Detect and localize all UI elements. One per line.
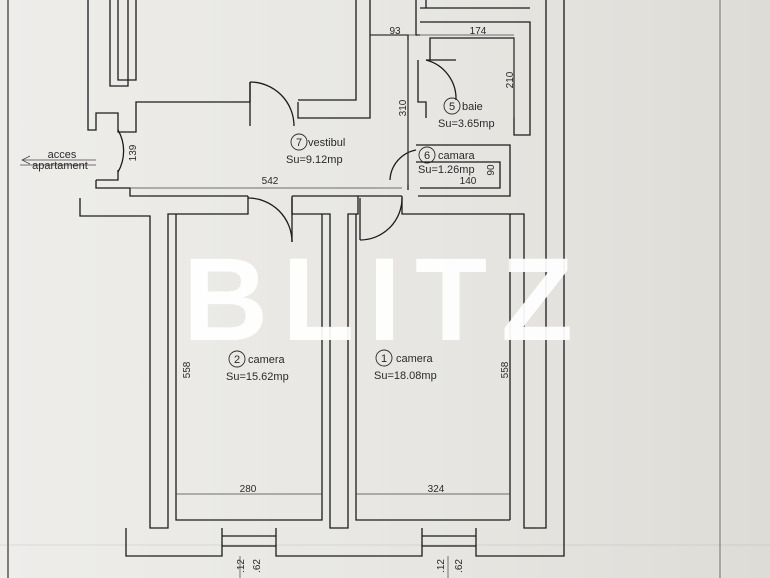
room-7-name: vestibul xyxy=(308,137,345,149)
wall-room2-inner xyxy=(175,214,323,521)
entry-label-line2: apartament xyxy=(32,160,88,172)
dim-174: 174 xyxy=(470,26,487,37)
dim-324: 324 xyxy=(428,484,445,495)
wall-baie-left-top xyxy=(415,0,420,36)
wall-baie xyxy=(420,21,531,136)
wall-upper-room-right xyxy=(297,0,371,119)
dim-280: 280 xyxy=(240,484,257,495)
dim-right-62: .62 xyxy=(454,559,465,573)
wall-room1-inner xyxy=(355,214,510,521)
wall-facade xyxy=(125,528,565,557)
room-2-circle xyxy=(228,350,246,368)
room-2-number: 2 xyxy=(234,354,240,366)
wall-entry-jamb xyxy=(96,170,119,181)
door-arc-camara xyxy=(389,149,417,181)
room-5-circle xyxy=(443,97,461,115)
room-2-area: Su=15.62mp xyxy=(226,371,289,383)
dim-right-12: .12 xyxy=(436,559,447,573)
entry-arrow-head xyxy=(21,155,31,165)
door-arc-room1 xyxy=(359,197,403,241)
walls xyxy=(79,0,565,557)
wall-upper-left xyxy=(87,0,251,133)
dim-210: 210 xyxy=(505,71,516,88)
room-7-number: 7 xyxy=(296,137,302,149)
room-2-name: camera xyxy=(248,354,286,366)
wall-room2-left xyxy=(79,196,249,529)
room-5-name: baie xyxy=(462,101,483,113)
dimension-lines xyxy=(20,34,515,578)
dim-542: 542 xyxy=(262,176,279,187)
dim-558-right: 558 xyxy=(500,361,511,378)
watermark-logo: BLITZ xyxy=(183,234,587,366)
dim-left-12: .12 xyxy=(236,559,247,573)
wall-camara xyxy=(416,144,511,197)
wall-camara-inner xyxy=(416,161,501,189)
dim-140: 140 xyxy=(460,176,477,187)
wall-upper-notch xyxy=(117,0,137,81)
room-6-name: camara xyxy=(438,150,476,162)
room-5-area: Su=3.65mp xyxy=(438,118,495,130)
dim-558-left: 558 xyxy=(182,361,193,378)
dim-310: 310 xyxy=(398,99,409,116)
room-5-number: 5 xyxy=(449,101,455,113)
room-1-name: camera xyxy=(396,353,434,365)
dim-139: 139 xyxy=(128,144,139,161)
entry-label-line1: acces xyxy=(48,149,77,161)
wall-room1-right xyxy=(401,0,547,529)
room-6-circle xyxy=(418,146,436,164)
dim-left-62: .62 xyxy=(252,559,263,573)
door-arc-entry xyxy=(117,129,125,173)
room-1-number: 1 xyxy=(381,353,387,365)
door-arc-baie xyxy=(425,59,457,101)
room-1-circle xyxy=(375,349,393,367)
room-6-number: 6 xyxy=(424,150,430,162)
room-7-area: Su=9.12mp xyxy=(286,154,343,166)
room-7-circle xyxy=(290,133,308,151)
door-arc-top xyxy=(249,81,295,127)
room-6-area: Su=1.26mp xyxy=(418,164,475,176)
door-arc-room2 xyxy=(247,197,293,243)
dim-93: 93 xyxy=(389,26,401,37)
wall-upper-left-inner xyxy=(109,0,129,87)
dim-90: 90 xyxy=(486,164,497,176)
wall-baie-left xyxy=(417,60,427,118)
room-1-area: Su=18.08mp xyxy=(374,370,437,382)
room-number-circles xyxy=(228,97,461,368)
wall-upper-room-inner xyxy=(298,0,357,101)
